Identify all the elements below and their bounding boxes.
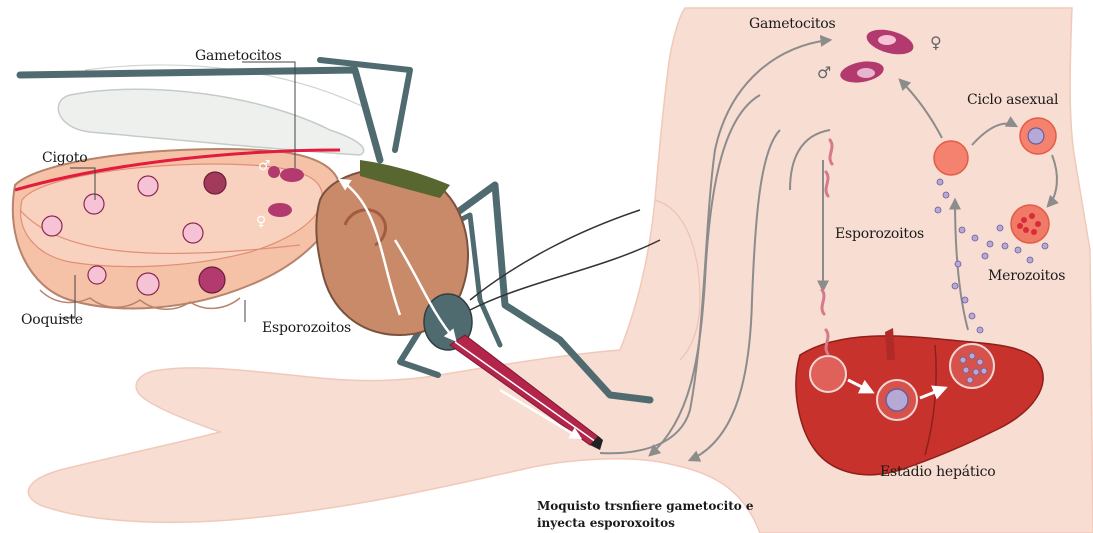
mosquito-wings <box>58 65 370 155</box>
male-symbol: ♂ <box>817 63 831 82</box>
label-gametocitos-mosquito: Gametocitos <box>195 48 282 64</box>
label-gametocitos-human: Gametocitos <box>749 16 836 32</box>
caption-line-2: inyecta esporoxoitos <box>537 515 754 532</box>
label-merozoitos: Merozoitos <box>988 268 1065 284</box>
female-symbol-mosquito: ♀ <box>256 214 266 230</box>
label-estadio-hepatico: Estadio hepático <box>880 464 995 480</box>
label-cigoto: Cigoto <box>42 150 87 166</box>
caption-line-1: Moquisto trsnfiere gametocito e <box>537 498 754 515</box>
male-symbol-mosquito: ♂ <box>258 158 271 174</box>
label-ooquiste: Ooquiste <box>21 312 83 328</box>
female-symbol: ♀ <box>930 33 942 52</box>
caption: Moquisto trsnfiere gametocito e inyecta … <box>537 498 754 532</box>
label-esporozoitos-human: Esporozoitos <box>835 226 924 242</box>
label-esporozoitos-mosquito: Esporozoitos <box>262 320 351 336</box>
label-ciclo-asexual: Ciclo asexual <box>967 92 1058 108</box>
